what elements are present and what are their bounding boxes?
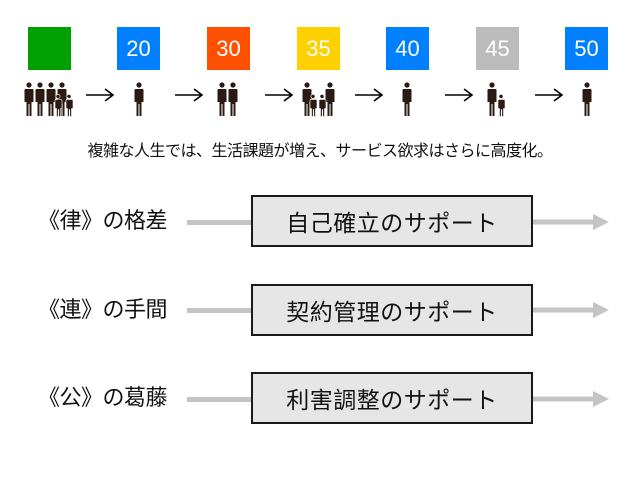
arrow-icon [445,88,474,102]
support-box-interest-coordination: 利害調整のサポート [251,372,533,424]
connector-line [187,308,253,313]
couple-icon [216,80,240,118]
row-label-law-gap: 《律》の格差 [38,209,168,234]
output-arrow-icon [533,214,609,230]
age-box-start [28,27,71,70]
single-person-icon [401,80,413,118]
age-box-50: 50 [565,27,608,70]
family-group-icon [24,80,76,118]
single-person-icon [133,80,145,118]
output-arrow-icon [533,391,609,407]
single-person-icon [581,80,593,118]
connector-line [187,220,253,225]
row-label-connection-effort: 《連》の手間 [38,298,168,323]
parent-with-child-icon [486,80,510,118]
arrow-icon [355,88,384,102]
arrow-icon [535,88,564,102]
arrow-icon [265,88,294,102]
arrow-icon [175,88,204,102]
output-arrow-icon [533,302,609,318]
connector-line [187,397,253,402]
age-box-30: 30 [207,27,250,70]
age-box-35: 35 [297,27,340,70]
age-box-20: 20 [117,27,160,70]
age-box-45: 45 [476,27,519,70]
couple-with-children-icon [301,80,337,118]
support-box-contract-management: 契約管理のサポート [251,284,533,336]
arrow-icon [86,88,115,102]
row-label-public-conflict: 《公》の葛藤 [38,386,168,411]
subtitle: 複雑な人生では、生活課題が増え、サービス欲求はさらに高度化。 [87,141,553,160]
age-box-40: 40 [386,27,429,70]
support-box-self-establishment: 自己確立のサポート [251,195,533,247]
